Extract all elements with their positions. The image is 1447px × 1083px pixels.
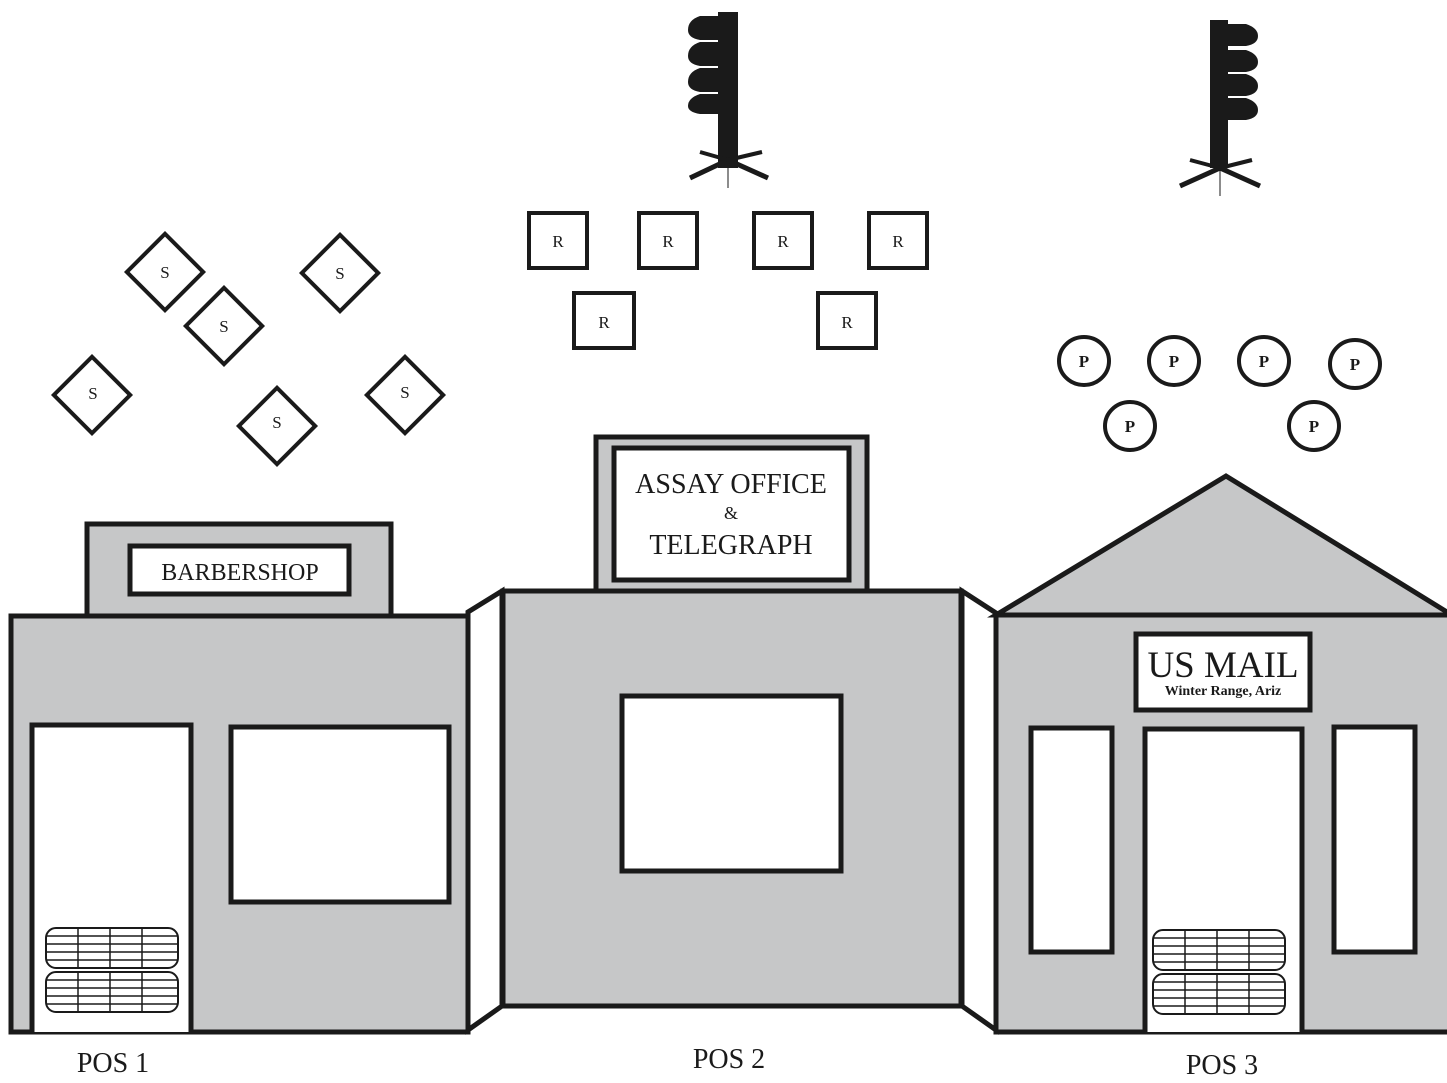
us-mail-building: US MAIL Winter Range, Ariz <box>987 473 1447 1035</box>
pistol-target <box>1237 335 1291 387</box>
position-label-3: POS 3 <box>1186 1050 1258 1078</box>
pistol-target-label: P <box>1079 352 1089 371</box>
us-mail-window-right <box>1331 724 1418 955</box>
shotgun-target-label: S <box>88 384 97 403</box>
shotgun-target <box>363 353 447 437</box>
shotgun-targets: S S S S S S <box>50 230 447 468</box>
rifle-target <box>637 211 699 270</box>
connector-wall-left <box>465 586 505 1035</box>
position-label-2: POS 2 <box>693 1044 765 1075</box>
rifle-target <box>752 211 814 270</box>
pistol-target <box>1057 335 1111 387</box>
us-mail-sign <box>1133 631 1313 713</box>
shotgun-target-label: S <box>219 317 228 336</box>
pistol-target-label: P <box>1350 355 1360 374</box>
pistol-target <box>1287 400 1341 452</box>
shotgun-target <box>123 230 207 314</box>
assay-sign-line3: TELEGRAPH <box>649 530 812 561</box>
shotgun-target-label: S <box>335 264 344 283</box>
rifle-target-label: R <box>892 232 904 251</box>
tree-post <box>718 12 738 168</box>
shotgun-target <box>182 284 266 368</box>
position-label-1: POS 1 <box>77 1048 149 1078</box>
shotgun-target <box>298 231 382 315</box>
rifle-target-label: R <box>777 232 789 251</box>
pistol-target <box>1103 400 1157 452</box>
barbershop-building: BARBERSHOP <box>8 521 471 1035</box>
hay-bales-pos3 <box>1152 929 1286 1015</box>
rifle-target <box>572 291 636 350</box>
pistol-target <box>1328 338 1382 390</box>
us-mail-sign-title: US MAIL <box>1147 645 1298 686</box>
assay-window <box>619 693 844 874</box>
assay-office-building: ASSAY OFFICE & TELEGRAPH <box>500 434 964 1009</box>
us-mail-sign-subtitle: Winter Range, Ariz <box>1165 684 1282 699</box>
rifle-target-label: R <box>841 313 853 332</box>
rifle-target <box>527 211 589 270</box>
assay-sign-line1: ASSAY OFFICE <box>635 469 827 500</box>
rifle-target-label: R <box>662 232 674 251</box>
pistol-target-label: P <box>1125 417 1135 436</box>
rifle-target-label: R <box>552 232 564 251</box>
rifle-target <box>867 211 929 270</box>
barbershop-sign-text: BARBERSHOP <box>161 560 318 586</box>
rifle-target-label: R <box>598 313 610 332</box>
tree-post <box>1210 20 1228 168</box>
shotgun-target <box>50 353 134 437</box>
plate-rack-tree-left <box>688 12 770 188</box>
shotgun-target-label: S <box>160 263 169 282</box>
pistol-target-label: P <box>1259 352 1269 371</box>
barbershop-sign <box>127 543 352 597</box>
pistol-target-label: P <box>1169 352 1179 371</box>
us-mail-window-left <box>1028 725 1115 955</box>
connector-wall-right <box>959 586 999 1035</box>
pistol-target-label: P <box>1309 417 1319 436</box>
us-mail-roof <box>987 473 1447 618</box>
pistol-targets: P P P P P P <box>1057 335 1382 452</box>
plate-rack-tree-right <box>1178 20 1262 196</box>
shotgun-target-label: S <box>272 413 281 432</box>
rifle-targets: R R R R R R <box>527 211 929 350</box>
assay-sign <box>611 445 852 583</box>
pistol-target <box>1147 335 1201 387</box>
barbershop-window <box>228 724 452 905</box>
shotgun-target <box>235 384 319 468</box>
shotgun-target-label: S <box>400 383 409 402</box>
assay-sign-line2: & <box>724 503 738 523</box>
hay-bales-pos1 <box>45 927 179 1013</box>
rifle-target <box>816 291 878 350</box>
